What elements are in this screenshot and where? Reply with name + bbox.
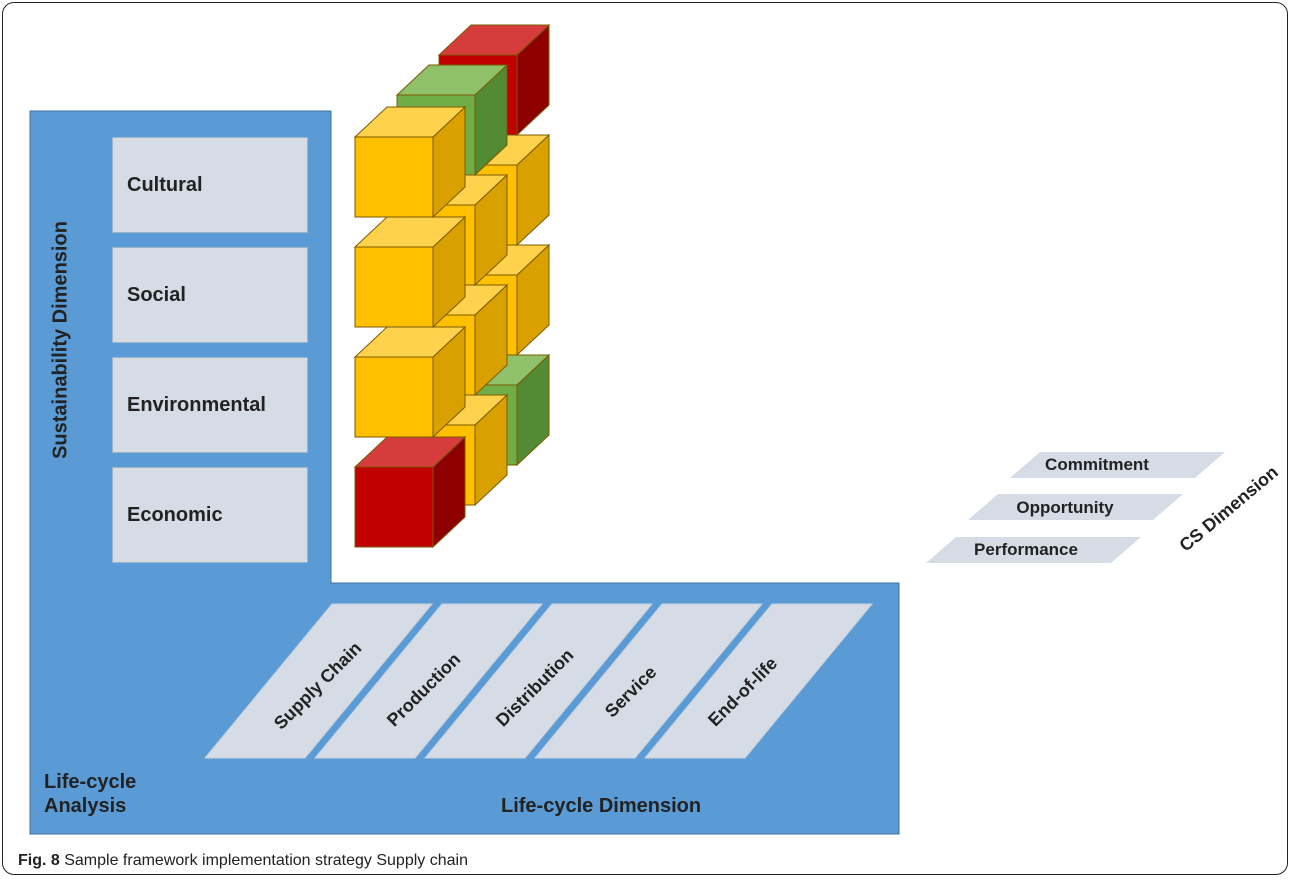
cube-c0-r1-front xyxy=(354,246,434,328)
sustainability-box-environmental: Environmental xyxy=(112,357,308,453)
lifecycle-shape-0 xyxy=(203,603,434,759)
lifecycle-analysis-label: Life-cycle Analysis xyxy=(44,771,137,817)
sustainability-label-cultural: Cultural xyxy=(127,173,203,196)
lifecycle-axis-label: Life-cycle Dimension xyxy=(501,795,702,817)
lifecycle-shapes xyxy=(203,603,874,759)
cs-shape-1 xyxy=(968,494,1183,520)
figure-caption: Fig. 8 Sample framework implementation s… xyxy=(18,852,468,870)
cs-shapes xyxy=(926,452,1225,563)
cs-label-opportunity: Opportunity xyxy=(1016,498,1114,517)
cs-label-commitment: Commitment xyxy=(1045,455,1149,474)
cs-shape-2 xyxy=(926,537,1141,563)
sustainability-label-economic: Economic xyxy=(127,503,223,526)
lifecycle-shape-1 xyxy=(313,603,544,759)
caption-prefix: Fig. 8 xyxy=(18,852,60,869)
caption-text: Sample framework implementation strategy… xyxy=(59,852,468,869)
sustainability-label-social: Social xyxy=(127,283,186,306)
cube-c0-r2-front xyxy=(354,356,434,438)
lifecycle-shape-4 xyxy=(643,603,874,759)
cube-c0-r0-front xyxy=(354,136,434,218)
lifecycle-shape-3 xyxy=(533,603,764,759)
sustainability-axis-label: Sustainability Dimension xyxy=(49,221,72,459)
sustainability-box-economic: Economic xyxy=(112,467,308,563)
sustainability-label-environmental: Environmental xyxy=(127,393,266,416)
cube-c0-r3-front xyxy=(354,466,434,548)
lifecycle-shape-2 xyxy=(423,603,654,759)
cube-grid xyxy=(353,23,551,549)
sustainability-box-social: Social xyxy=(112,247,308,343)
cs-shape-0 xyxy=(1010,452,1225,478)
cs-label-performance: Performance xyxy=(974,540,1078,559)
sustainability-box-cultural: Cultural xyxy=(112,137,308,233)
